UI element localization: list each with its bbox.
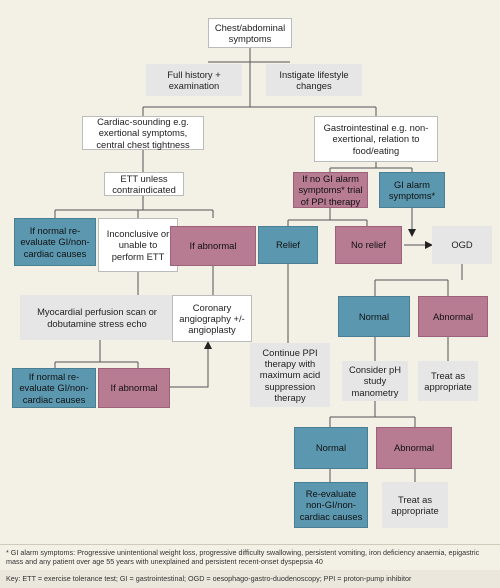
cardiac-sounding-label: Cardiac-sounding e.g. exertional symptom… xyxy=(96,116,190,150)
abnormal-label-2: Abnormal xyxy=(393,442,435,454)
if-normal-reevaluate-box: If normal re-evaluate GI/non-cardiac cau… xyxy=(14,218,96,266)
ogd-box: OGD xyxy=(432,226,492,264)
consider-ph-study-box: Consider pH study manometry xyxy=(342,361,408,401)
full-history-label: Full history + examination xyxy=(167,68,221,91)
if-normal-reevaluate-box-2: If normal re-evaluate GI/non-cardiac cau… xyxy=(12,368,96,408)
coronary-label: Coronary angiography +/- angioplasty xyxy=(179,301,245,336)
if-normal-label: If normal re-evaluate GI/non-cardiac cau… xyxy=(20,225,90,259)
abbreviation-key: Key: ETT = exercise tolerance test; GI =… xyxy=(0,570,500,588)
reevaluate-label: Re-evaluate non-GI/non-cardiac causes xyxy=(299,488,363,522)
relief-box: Relief xyxy=(258,226,318,264)
footnote: * GI alarm symptoms: Progressive uninten… xyxy=(0,544,500,570)
treat-label-2: Treat as appropriate xyxy=(391,493,439,516)
inconclusive-box: Inconclusive or unable to perform ETT xyxy=(98,218,178,272)
abnormal-label: Abnormal xyxy=(432,310,474,322)
flowchart: Chest/abdominal symptoms Full history + … xyxy=(0,0,500,544)
chest-abdominal-label: Chest/abdominal symptoms xyxy=(214,21,286,44)
normal-box: Normal xyxy=(338,296,410,337)
cardiac-sounding-box: Cardiac-sounding e.g. exertional symptom… xyxy=(82,116,204,150)
no-alarm-label: If no GI alarm symptoms* trial of PPI th… xyxy=(298,173,363,207)
myocardial-label: Myocardial perfusion scan or dobutamine … xyxy=(37,306,157,329)
gi-alarm-symptoms-box: GI alarm symptoms* xyxy=(379,172,445,208)
treat-label: Treat as appropriate xyxy=(424,369,472,392)
gastrointestinal-box: Gastrointestinal e.g. non-exertional, re… xyxy=(314,116,438,162)
ett-box: ETT unless contraindicated xyxy=(104,172,184,196)
treat-as-appropriate-box-2: Treat as appropriate xyxy=(382,482,448,528)
relief-label: Relief xyxy=(276,239,300,251)
no-alarm-ppi-trial-box: If no GI alarm symptoms* trial of PPI th… xyxy=(293,172,368,208)
ett-label: ETT unless contraindicated xyxy=(112,172,176,195)
if-abnormal-label: If abnormal xyxy=(189,240,237,252)
abnormal-box-2: Abnormal xyxy=(376,427,452,469)
continue-ppi-label: Continue PPI therapy with maximum acid s… xyxy=(259,346,321,403)
chest-abdominal-symptoms-box: Chest/abdominal symptoms xyxy=(208,18,292,48)
lifestyle-changes-box: Instigate lifestyle changes xyxy=(266,64,362,96)
coronary-angiography-box: Coronary angiography +/- angioplasty xyxy=(172,295,252,342)
if-abnormal-box: If abnormal xyxy=(170,226,256,266)
gastrointestinal-label: Gastrointestinal e.g. non-exertional, re… xyxy=(323,122,429,156)
if-abnormal-label-2: If abnormal xyxy=(110,382,158,394)
ogd-label: OGD xyxy=(451,239,473,251)
consider-ph-label: Consider pH study manometry xyxy=(348,364,402,398)
if-abnormal-box-2: If abnormal xyxy=(98,368,170,408)
abnormal-box: Abnormal xyxy=(418,296,488,337)
if-normal-label-2: If normal re-evaluate GI/non-cardiac cau… xyxy=(19,371,89,405)
treat-as-appropriate-box: Treat as appropriate xyxy=(418,361,478,401)
full-history-box: Full history + examination xyxy=(146,64,242,96)
myocardial-perfusion-box: Myocardial perfusion scan or dobutamine … xyxy=(20,295,174,340)
lifestyle-label: Instigate lifestyle changes xyxy=(279,68,349,91)
reevaluate-causes-box: Re-evaluate non-GI/non-cardiac causes xyxy=(294,482,368,528)
inconclusive-label: Inconclusive or unable to perform ETT xyxy=(106,228,170,262)
connector-lines xyxy=(54,48,463,482)
gi-alarm-label: GI alarm symptoms* xyxy=(388,178,436,201)
normal-label: Normal xyxy=(358,310,390,322)
normal-label-2: Normal xyxy=(315,442,347,454)
normal-box-2: Normal xyxy=(294,427,368,469)
continue-ppi-box: Continue PPI therapy with maximum acid s… xyxy=(250,343,330,407)
no-relief-label: No relief xyxy=(351,239,386,251)
no-relief-box: No relief xyxy=(335,226,402,264)
